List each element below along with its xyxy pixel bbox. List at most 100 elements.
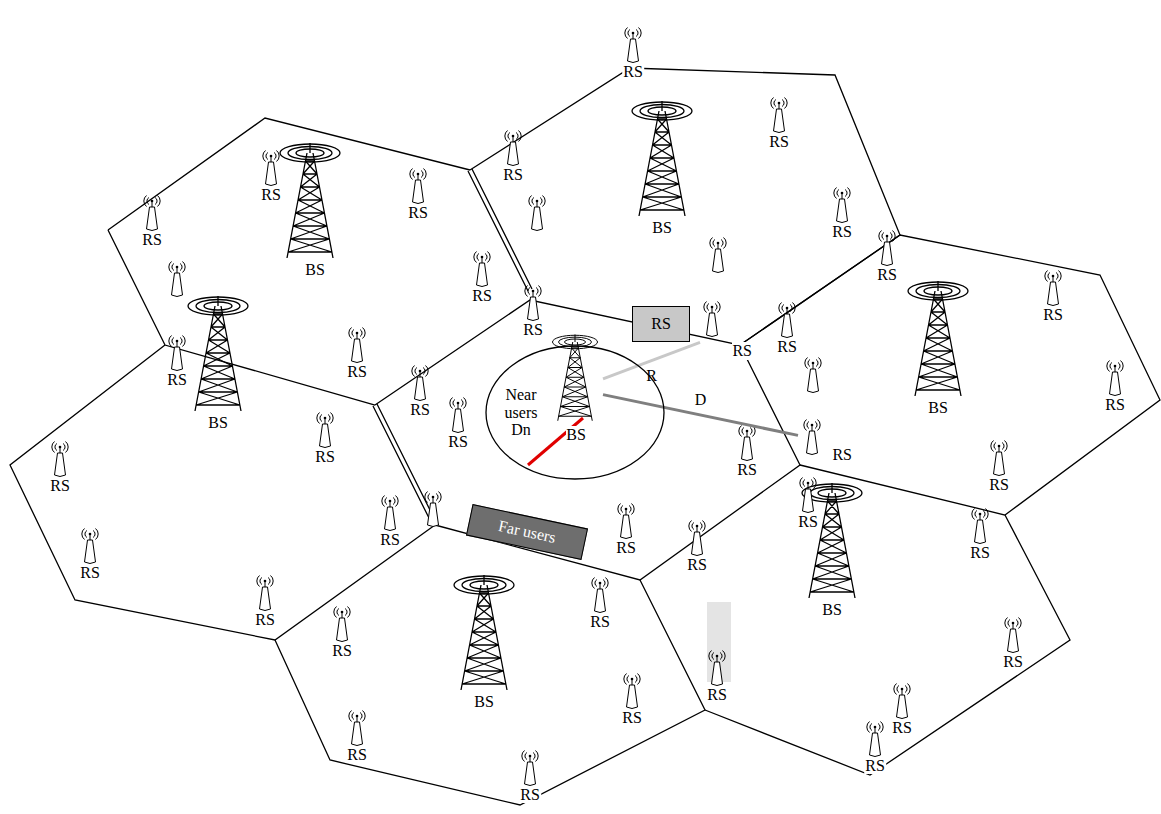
- node-label: Far users: [497, 517, 558, 546]
- antenna-symbol: [1005, 618, 1021, 653]
- antenna-symbol: [625, 28, 641, 63]
- antenna-symbol: [804, 420, 820, 455]
- antenna-symbol: [779, 303, 795, 338]
- node-label: RS: [732, 342, 752, 360]
- relay-label: RS: [615, 540, 637, 556]
- relay-label: RS: [776, 339, 798, 355]
- antenna-symbol: [689, 521, 705, 556]
- antenna-symbol: [263, 151, 279, 186]
- relay-label: RS: [797, 514, 819, 530]
- relay-label: RS: [589, 614, 611, 630]
- antenna-symbol: [349, 711, 365, 746]
- base-station: BS: [549, 334, 603, 444]
- relay-label: RS: [471, 288, 493, 304]
- antenna-symbol: [709, 651, 725, 686]
- base-stations: [188, 101, 968, 690]
- tower-symbol: [280, 143, 340, 258]
- station-label: BS: [207, 415, 229, 431]
- antenna-symbol: [169, 262, 185, 297]
- relay-antennas: [52, 28, 1123, 786]
- antenna-symbol: [382, 496, 398, 531]
- tower-symbol: [454, 575, 514, 690]
- antenna-symbol: [450, 398, 466, 433]
- relay-label: RS: [409, 402, 431, 418]
- antenna-symbol: [349, 328, 365, 363]
- antenna-symbol: [739, 426, 755, 461]
- antenna-symbol: [805, 358, 821, 393]
- antenna-symbol: [1045, 271, 1061, 306]
- near-user-zone: BS Near users Dn: [485, 345, 665, 480]
- antenna-symbol: [991, 441, 1007, 476]
- relay-label: RS: [141, 232, 163, 248]
- relay-label: RS: [346, 364, 368, 380]
- antenna-symbol: [834, 188, 850, 223]
- relay-label: RS: [736, 462, 758, 478]
- antenna-symbol: [972, 509, 988, 544]
- antenna-symbol: [474, 252, 490, 287]
- antenna-symbol: [894, 684, 910, 719]
- relay-label: RS: [876, 267, 898, 283]
- relay-label: RS: [1104, 397, 1126, 413]
- antenna-symbol: [317, 413, 333, 448]
- station-label: BS: [651, 220, 673, 236]
- antenna-symbol: [704, 302, 720, 337]
- antenna-symbol: [334, 607, 350, 642]
- relay-label: RS: [621, 710, 643, 726]
- cell-boundaries: [10, 68, 1160, 805]
- relay-label: RS: [1002, 654, 1024, 670]
- relay-box: RS: [632, 306, 690, 342]
- relay-label: RS: [522, 322, 544, 338]
- station-label: BS: [821, 602, 843, 618]
- antenna-symbol: [710, 238, 726, 273]
- link-label: D: [694, 392, 708, 408]
- relay-label: RS: [447, 434, 469, 450]
- node-label: RS: [832, 446, 852, 464]
- antenna-symbol: [82, 529, 98, 564]
- relay-label: RS: [706, 687, 728, 703]
- antenna-symbol: [879, 231, 895, 266]
- relay-label: RS: [260, 187, 282, 203]
- relay-label: RS: [831, 224, 853, 240]
- relay-station: RS: [700, 305, 752, 360]
- relay-label: RS: [166, 372, 188, 388]
- antenna-symbol: [618, 504, 634, 539]
- antenna-symbol: [412, 366, 428, 401]
- relay-label: RS: [407, 205, 429, 221]
- node-label: Near users Dn: [495, 386, 547, 439]
- relay-label: RS: [891, 720, 913, 736]
- relay-label: RS: [331, 643, 353, 659]
- relay-label: RS: [864, 758, 886, 774]
- antenna-symbol: [771, 98, 787, 133]
- antenna-symbol: [52, 442, 68, 477]
- node-label: RS: [651, 315, 671, 333]
- relay-label: RS: [254, 612, 276, 628]
- antenna-symbol: [592, 578, 608, 613]
- antenna-symbol: [522, 751, 538, 786]
- link-label: R: [645, 368, 658, 384]
- antenna-symbol: [425, 492, 441, 527]
- node-label: BS: [566, 426, 586, 444]
- relay-label: RS: [502, 167, 524, 183]
- station-label: BS: [304, 262, 326, 278]
- station-label: BS: [927, 400, 949, 416]
- antenna-symbol: [867, 722, 883, 757]
- relay-label: RS: [969, 545, 991, 561]
- relay-label: RS: [79, 565, 101, 581]
- antenna-symbol: [1107, 361, 1123, 396]
- antenna-symbol: [800, 478, 816, 513]
- relay-label: RS: [49, 478, 71, 494]
- relay-label: RS: [622, 64, 644, 80]
- far-user-box: Far users: [466, 504, 588, 560]
- tower-symbol: [632, 101, 692, 216]
- antenna-symbol: [144, 196, 160, 231]
- antenna-symbol: [410, 169, 426, 204]
- antenna-symbol: [624, 674, 640, 709]
- tower-symbol: [188, 296, 248, 411]
- relay-label: RS: [988, 477, 1010, 493]
- station-label: BS: [473, 694, 495, 710]
- antenna-symbol: [525, 286, 541, 321]
- relay-label: RS: [686, 557, 708, 573]
- relay-label: RS: [379, 532, 401, 548]
